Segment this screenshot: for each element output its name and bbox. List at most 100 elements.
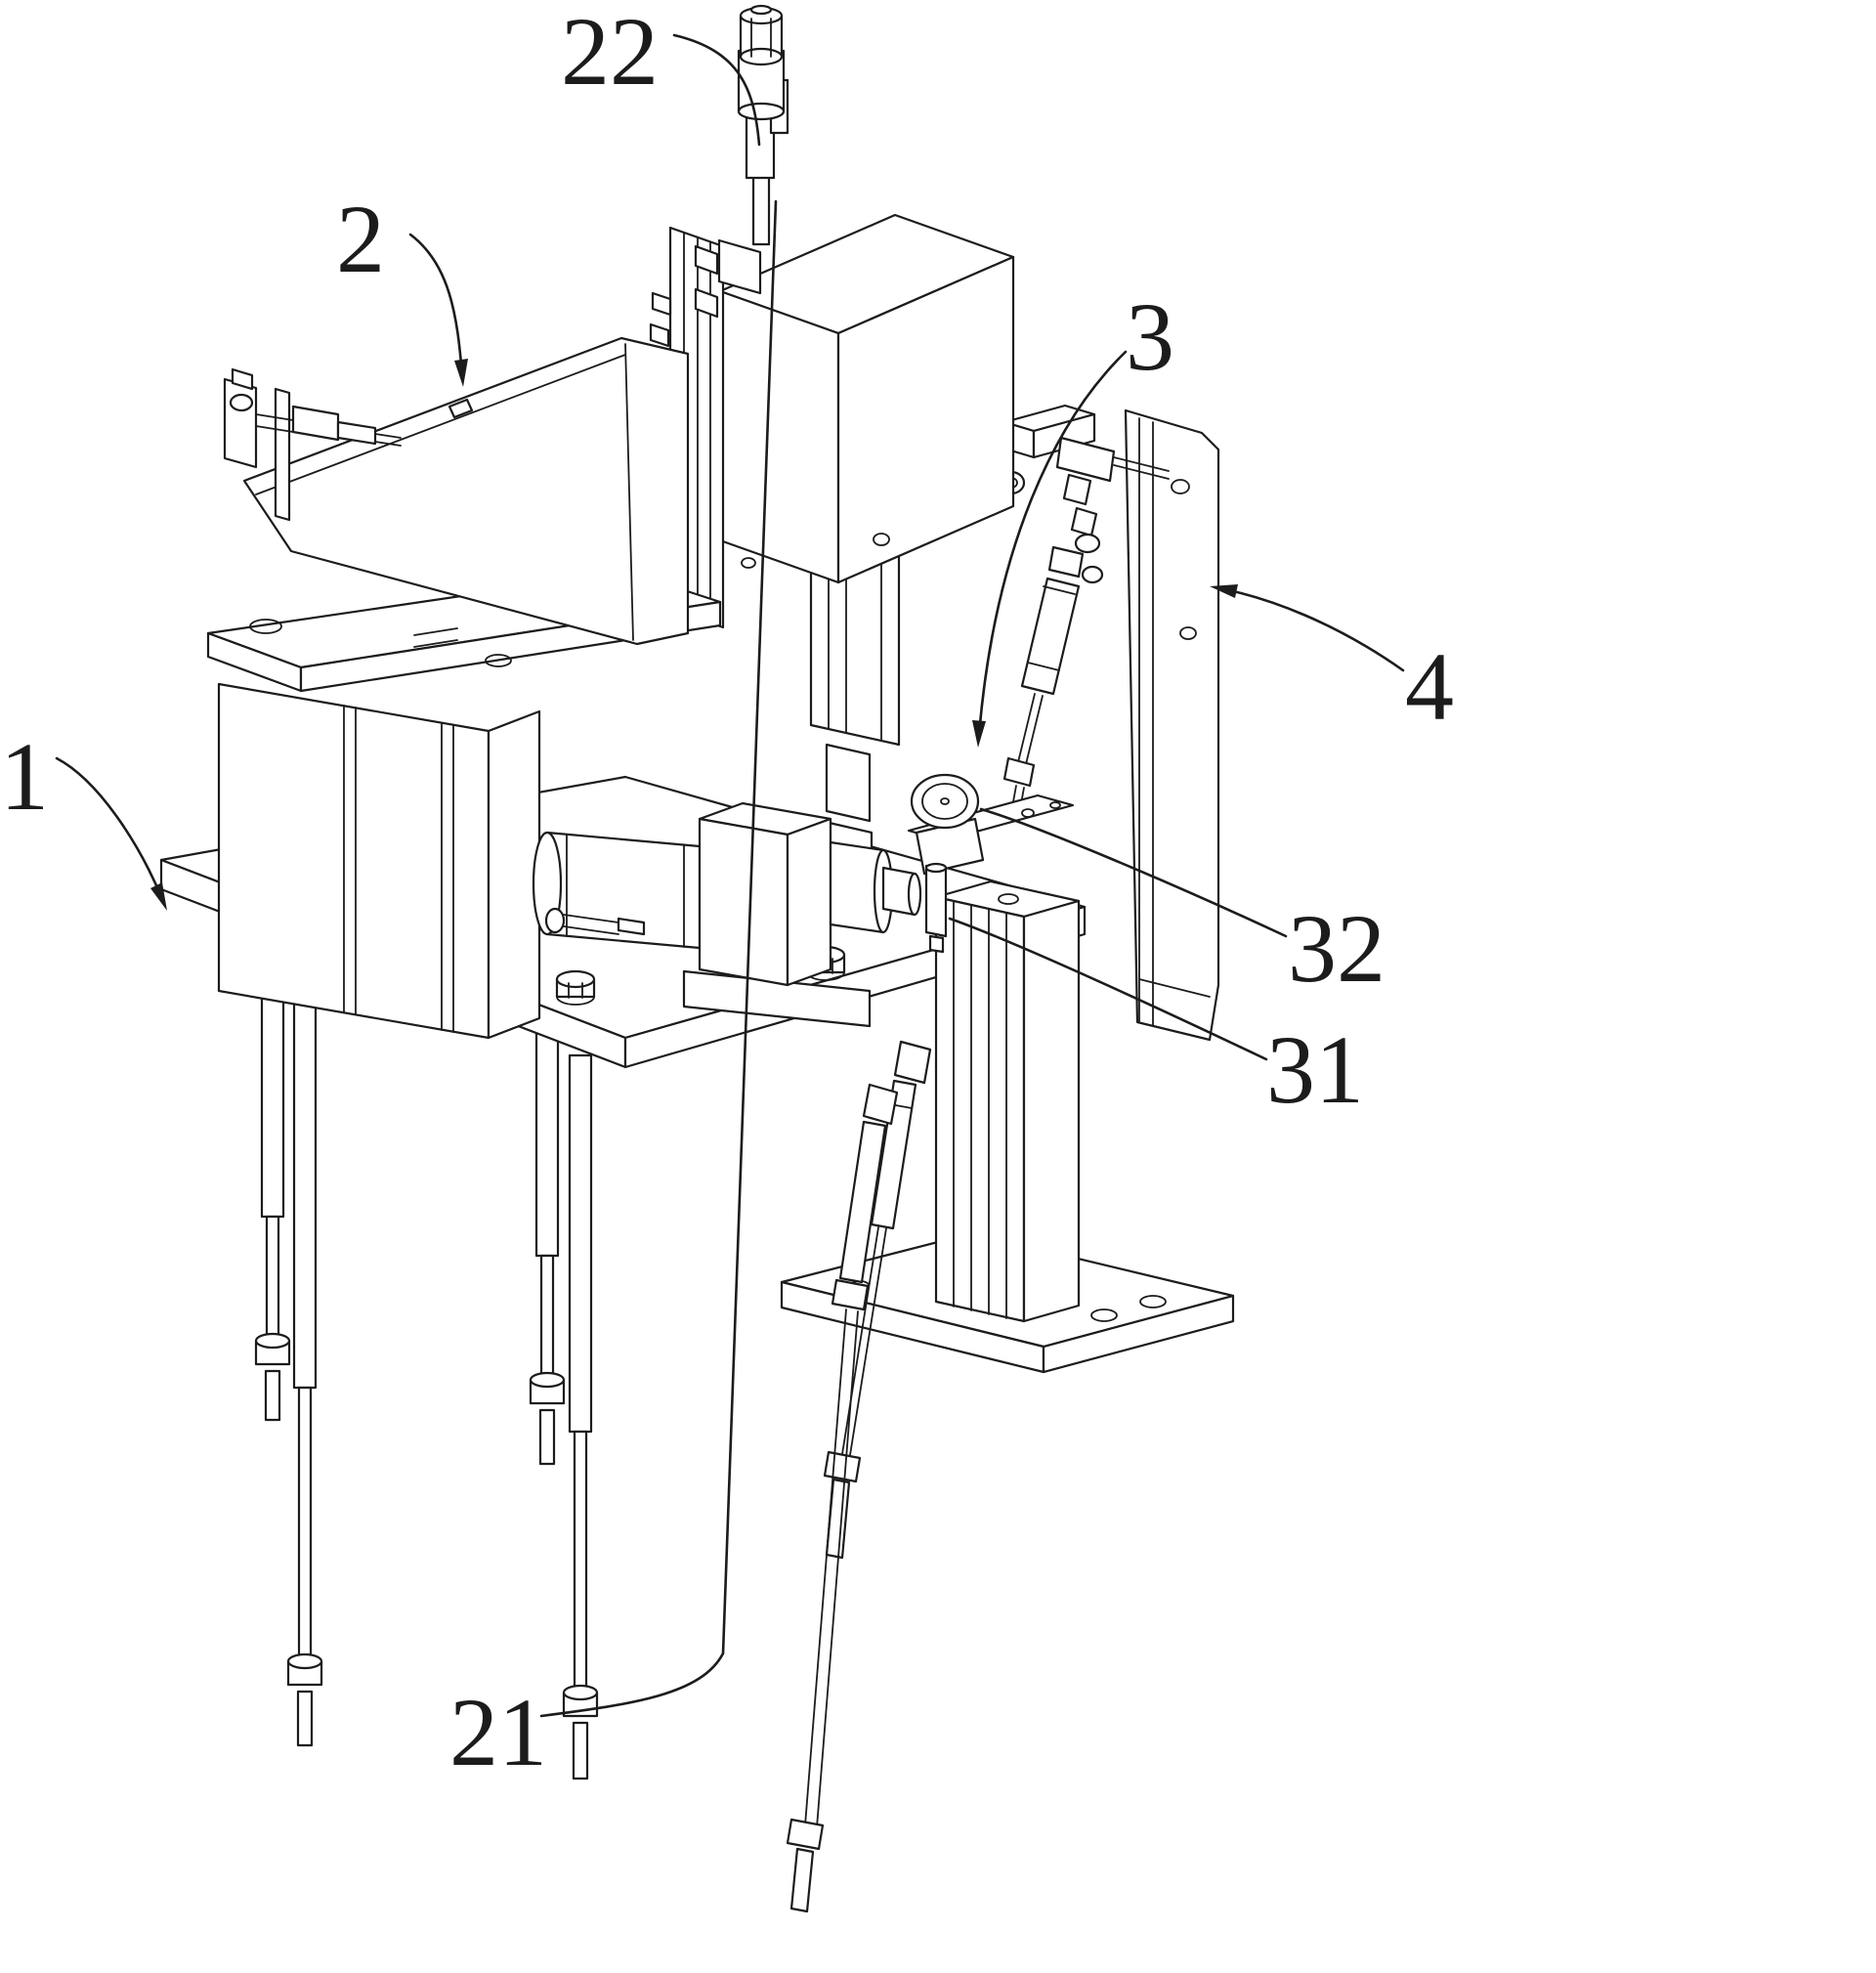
platform-hole [485, 654, 512, 667]
rod-shaft [804, 1308, 859, 1828]
leg-tip [264, 1369, 281, 1422]
cylinder-rod [1017, 693, 1044, 765]
motor-block-side [786, 817, 832, 987]
leg-nut-top [562, 1684, 599, 1701]
clamp-screw-tip [374, 433, 402, 447]
adjuster-body [617, 917, 646, 936]
cylinder-coupler [1047, 545, 1085, 579]
wedge-details [255, 343, 634, 641]
rod-mount [893, 1040, 932, 1085]
callouts: 1 2 3 4 21 22 31 32 [0, 0, 1454, 1786]
leg-tip [538, 1408, 556, 1466]
left-box-panel-lines [343, 705, 454, 1033]
leader-3 [977, 350, 1128, 737]
leader-22 [672, 33, 761, 147]
rail-screw [1113, 456, 1170, 480]
probe-connector-block [717, 238, 762, 295]
probe-collar [737, 102, 786, 121]
floor-hole [1139, 1295, 1167, 1308]
feed-motor [532, 801, 922, 1028]
label-21: 21 [449, 1678, 547, 1786]
plate-stack-clips [694, 244, 719, 319]
rod-shaft [841, 1226, 887, 1456]
probe-cap-base [739, 47, 784, 66]
left-box [217, 682, 541, 1040]
leader-32 [979, 807, 1288, 938]
base-nut-facets [556, 982, 595, 1006]
label-3: 3 [1126, 282, 1174, 391]
arrowhead-1 [150, 882, 167, 911]
floor-front-right [1042, 1294, 1235, 1374]
cylinder-ribs [1027, 585, 1076, 671]
slide-box [934, 879, 1081, 1323]
side-plate [1124, 408, 1220, 1042]
gauge-arm-bolt [1021, 808, 1035, 818]
label-4: 4 [1405, 632, 1454, 741]
box-hole [741, 557, 756, 569]
rail-fittings [1062, 473, 1098, 537]
side-plate-hole [1171, 479, 1190, 494]
side-plate-outline [1124, 408, 1220, 1042]
locating-pin-top [924, 862, 948, 874]
motor-body-lines [566, 834, 685, 948]
leg-rod [573, 1430, 588, 1694]
leg-nut-top [254, 1332, 291, 1350]
rod-tube [870, 1079, 917, 1230]
probe-lower-rod [751, 174, 771, 246]
leg-tip [572, 1721, 589, 1780]
slide-front-face [934, 895, 1026, 1323]
rod-mount [862, 1083, 899, 1126]
clamp-rod [255, 413, 294, 433]
leg-nut-top [529, 1371, 566, 1389]
gauge-arm-bolt [1049, 801, 1061, 809]
rod-coupler [831, 1278, 870, 1311]
platform-slot [413, 627, 458, 648]
rod-nut [786, 1818, 825, 1851]
probe-nub [749, 4, 773, 16]
adjuster-knob [544, 907, 566, 934]
top-box [718, 213, 1015, 584]
base-nut-top [555, 969, 596, 989]
gauge-dial [910, 773, 980, 830]
gauge-dial-center [940, 797, 950, 805]
leg-nut-top [286, 1652, 323, 1670]
locating-pin [924, 864, 948, 938]
clamp-head [229, 393, 254, 412]
leg-rod [265, 1215, 280, 1343]
support-legs [254, 917, 599, 1780]
leg-rod [539, 1254, 555, 1382]
plate-stack-bolts [649, 291, 672, 348]
label-31: 31 [1266, 1015, 1364, 1124]
actuator-slide [825, 743, 872, 823]
wedge-outline [242, 336, 690, 646]
box-left-face [718, 289, 840, 584]
adjuster-rod [563, 914, 619, 935]
leader-1 [55, 756, 164, 901]
motor-support [682, 969, 872, 1028]
clamp-plate [274, 387, 291, 522]
side-clamp [223, 367, 402, 522]
floor-hole [1090, 1308, 1118, 1322]
leg-rod [297, 1386, 313, 1663]
clamp-cylinder [291, 405, 340, 442]
arrowhead-4 [1210, 584, 1238, 598]
probe-shaft [717, 4, 789, 295]
leg-tip [296, 1690, 314, 1747]
label-1: 1 [0, 722, 49, 831]
angled-plate [242, 336, 690, 646]
platform-hole [249, 619, 282, 634]
tie-rods [786, 1040, 932, 1913]
leader-2 [408, 233, 464, 377]
slide-right-face [1022, 899, 1081, 1323]
motor-block-front [698, 817, 789, 987]
clamp-bracket [223, 377, 258, 469]
slide-rail-lines [953, 901, 1007, 1319]
gauge-dial-inner [921, 783, 968, 820]
leader-4 [1217, 586, 1405, 672]
fitting-collar [1074, 533, 1101, 554]
side-plate-details [1138, 417, 1211, 1027]
motor-shaft-cap [907, 872, 922, 917]
rod-tip [789, 1847, 815, 1913]
cylinder-body [1020, 577, 1081, 696]
